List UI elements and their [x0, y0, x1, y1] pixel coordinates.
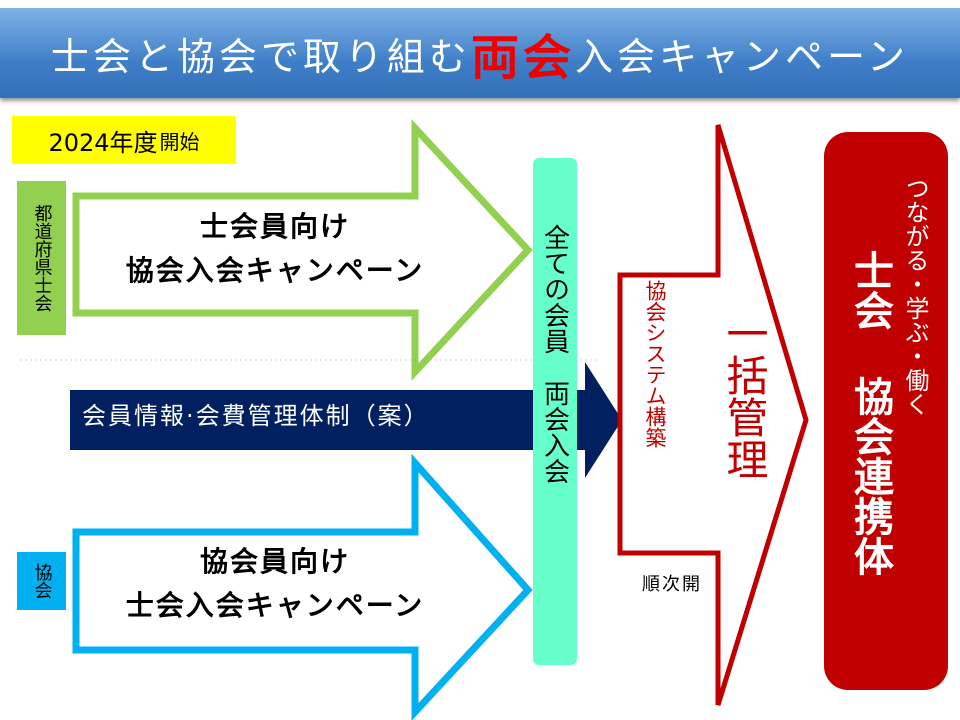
start-badge: 2024年度開始	[12, 116, 236, 164]
green-line2: 協会入会キャンペーン	[125, 254, 425, 287]
green-arrow-text: 士会員向け 協会入会キャンペーン	[90, 205, 460, 293]
navy-arrow-label: 会員情報·会費管理体制（案）	[82, 402, 430, 430]
slide-title: 士会と協会で取り組む両会入会キャンペーン	[0, 8, 960, 98]
navy-arrow	[70, 362, 622, 478]
result-main-text: 士会 協会連携体	[847, 250, 893, 576]
year-text: 2024年度	[48, 128, 158, 157]
red-arrow	[617, 124, 809, 706]
bulk-management-text: 一括管理	[720, 312, 769, 480]
blue-line2: 士会入会キャンペーン	[125, 589, 425, 622]
blue-line1: 協会員向け	[199, 545, 350, 578]
title-text: 士会と協会で取り組む	[50, 34, 471, 79]
sequential-note: 順次開	[642, 574, 702, 595]
green-line1: 士会員向け	[199, 210, 350, 243]
start-text: 開始	[159, 129, 200, 154]
blue-arrow-text: 協会員向け 士会入会キャンペーン	[90, 540, 460, 628]
result-box	[824, 132, 948, 690]
association-label: 協会	[17, 552, 66, 610]
system-build-text: 協会システム構築	[643, 280, 667, 448]
tagline-text: つながる・学ぶ・働く	[901, 176, 929, 416]
title-highlight: 両会	[470, 30, 575, 86]
green-arrow	[72, 119, 533, 381]
prefecture-label: 都道府県士会	[17, 181, 66, 335]
all-members-bar: 全ての会員 両会入会	[533, 158, 577, 665]
blue-arrow	[72, 453, 533, 720]
title-text-end: 入会キャンペーン	[574, 34, 910, 79]
